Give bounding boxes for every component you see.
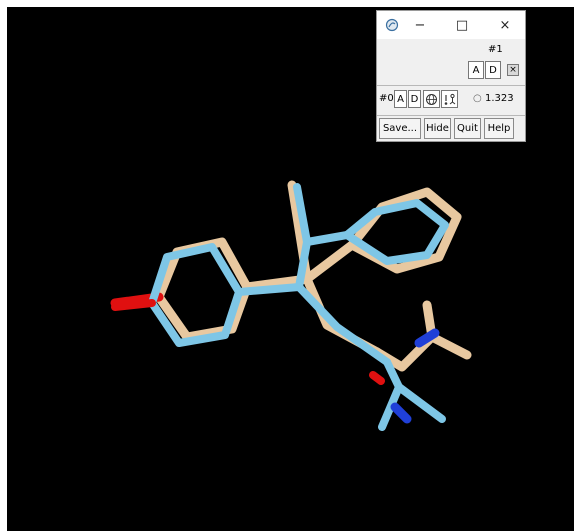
- blue-left-ring: [148, 243, 243, 347]
- rmsd-panel: − □ × #1 A D × #0 A D ○: [376, 10, 526, 142]
- molecule-render[interactable]: [7, 7, 574, 531]
- nitrogen-upper: [414, 328, 440, 348]
- model-1-close-icon: ×: [509, 65, 517, 75]
- radio-icon: ○: [473, 93, 482, 104]
- oxygen-center: [369, 371, 385, 385]
- model-0-label: #0: [379, 93, 394, 104]
- divider: [377, 115, 525, 116]
- nitrogen-atoms: [390, 328, 440, 424]
- structure-tan: [110, 180, 472, 372]
- model-1-label: #1: [488, 44, 503, 55]
- rmsd-value: 1.323: [485, 93, 514, 104]
- orientation-globe-button[interactable]: [423, 90, 440, 108]
- help-button[interactable]: Help: [484, 118, 514, 139]
- tan-central-arm: [302, 274, 382, 357]
- close-button[interactable]: ×: [490, 11, 520, 39]
- hide-button[interactable]: Hide: [424, 118, 451, 139]
- model-0-active-toggle[interactable]: A: [394, 90, 407, 108]
- quit-button[interactable]: Quit: [454, 118, 481, 139]
- pair-atoms-icon: [444, 93, 456, 105]
- blue-amine: [378, 358, 403, 431]
- pair-atoms-button[interactable]: [441, 90, 458, 108]
- rmsd-radio[interactable]: ○: [473, 93, 482, 104]
- nitrogen-lower: [390, 402, 412, 424]
- blue-oxygen-bond: [111, 299, 156, 311]
- maximize-icon: □: [455, 17, 469, 33]
- minimize-icon: −: [414, 17, 426, 33]
- maximize-button[interactable]: □: [447, 11, 477, 39]
- divider: [377, 85, 525, 86]
- tan-right-branch: [302, 240, 357, 284]
- orientation-globe-icon: [426, 93, 437, 105]
- chimera-icon: [385, 18, 399, 32]
- blue-right-ring: [343, 199, 449, 265]
- title-bar[interactable]: − □ ×: [377, 11, 525, 39]
- blue-link: [235, 283, 303, 296]
- blue-amine-branch: [395, 383, 446, 423]
- blue-right-branch: [303, 231, 351, 246]
- minimize-button[interactable]: −: [405, 11, 435, 39]
- model-1-close-button[interactable]: ×: [507, 64, 519, 76]
- close-icon: ×: [499, 17, 511, 33]
- blue-central-arm: [295, 283, 391, 366]
- model-1-display-toggle[interactable]: D: [485, 61, 501, 79]
- save-button[interactable]: Save...: [379, 118, 421, 139]
- model-1-active-toggle[interactable]: A: [468, 61, 484, 79]
- structure-blue: [111, 183, 449, 431]
- model-0-display-toggle[interactable]: D: [408, 90, 421, 108]
